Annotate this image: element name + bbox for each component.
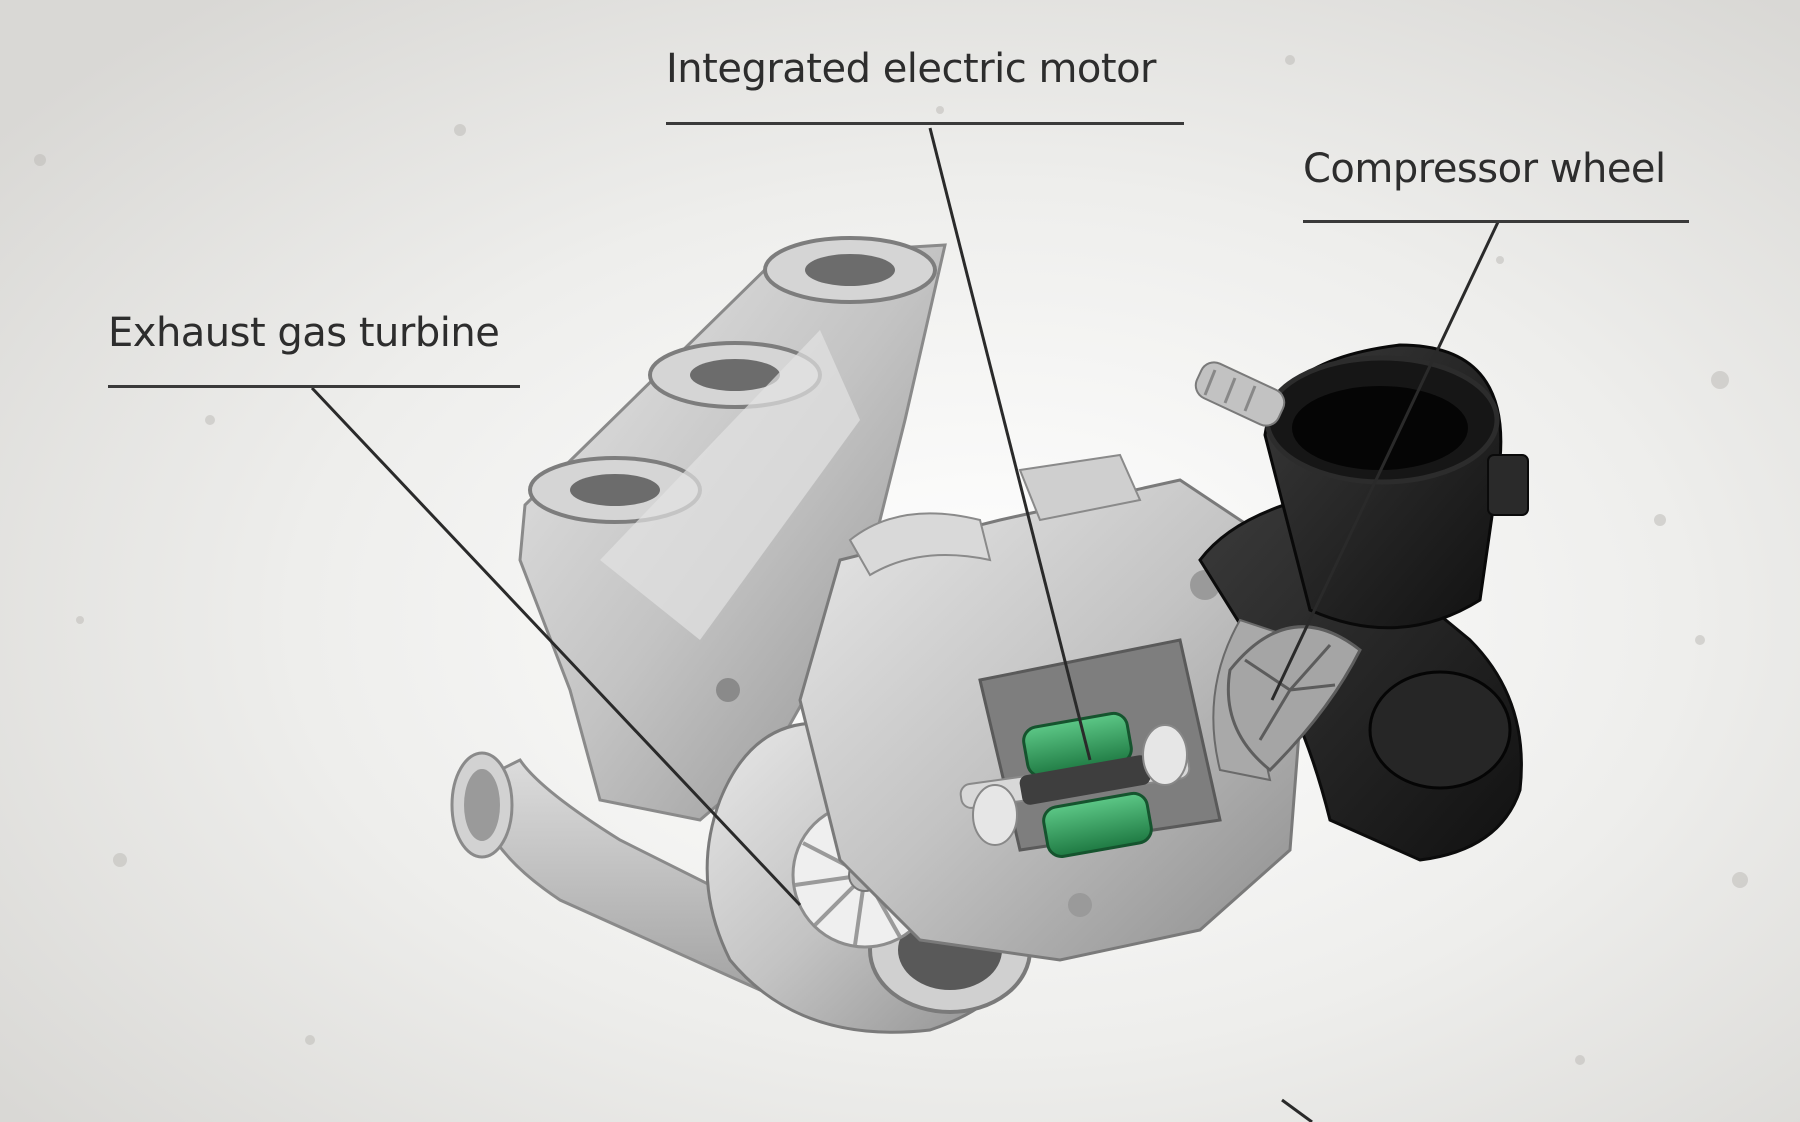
compressor-inlet (1263, 343, 1529, 630)
hose-fitting (1194, 361, 1286, 427)
motor-label-underline (666, 122, 1184, 125)
turbine-leader-line (310, 386, 802, 907)
compressor-leader-line (1270, 221, 1500, 701)
label-integrated-electric-motor: Integrated electric motor (666, 46, 1157, 92)
electric-motor (972, 711, 1188, 858)
leader-lines (310, 127, 1500, 1122)
compressor-label-underline (1303, 220, 1689, 223)
label-exhaust-gas-turbine: Exhaust gas turbine (108, 310, 500, 356)
exhaust-manifold (518, 236, 947, 822)
label-compressor-wheel: Compressor wheel (1303, 146, 1666, 192)
turbine-label-underline (108, 385, 520, 388)
motor-leader-line (928, 127, 1092, 761)
background-speckles (34, 55, 1748, 1065)
compressor-wheel (1226, 625, 1362, 773)
bottom-leader-stub (1281, 1098, 1313, 1122)
